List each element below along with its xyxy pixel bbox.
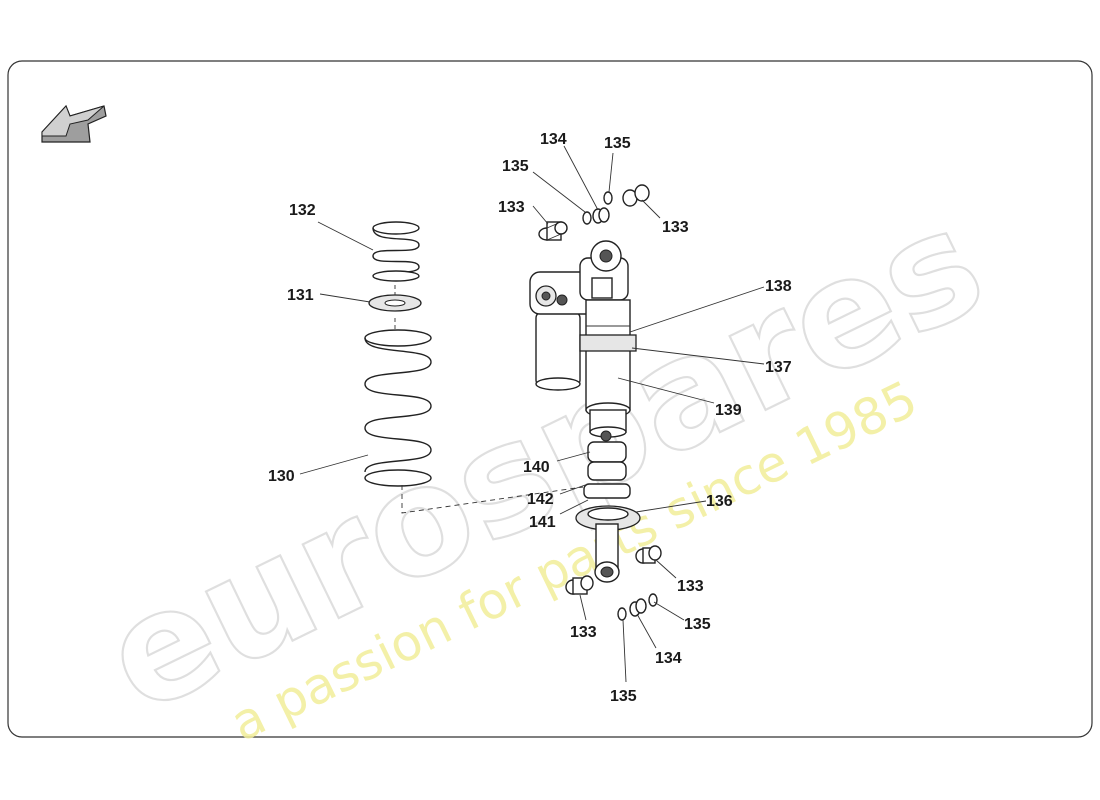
small-spring xyxy=(372,221,420,282)
diagram-frame xyxy=(7,60,1093,738)
callout-130[interactable]: 130 xyxy=(268,468,295,485)
bottom-bushings xyxy=(565,545,662,621)
callout-133-top-right[interactable]: 133 xyxy=(662,219,689,236)
callout-134-top[interactable]: 134 xyxy=(540,131,567,148)
back-arrow-icon[interactable] xyxy=(41,104,107,143)
callout-142[interactable]: 142 xyxy=(527,491,554,508)
callout-140[interactable]: 140 xyxy=(523,459,550,476)
callout-labels: 132 131 130 134 135 135 133 133 138 137 … xyxy=(268,131,792,705)
callout-135-bottom[interactable]: 135 xyxy=(610,688,637,705)
callout-136[interactable]: 136 xyxy=(706,493,733,510)
shock-absorber xyxy=(529,240,641,583)
callout-139[interactable]: 139 xyxy=(715,402,742,419)
callout-133-top-left[interactable]: 133 xyxy=(498,199,525,216)
spring-washer xyxy=(368,294,422,312)
leader-lines xyxy=(299,145,765,683)
callout-134-bottom[interactable]: 134 xyxy=(655,650,682,667)
callout-137[interactable]: 137 xyxy=(765,359,792,376)
callout-138[interactable]: 138 xyxy=(765,278,792,295)
callout-131[interactable]: 131 xyxy=(287,287,314,304)
callout-132[interactable]: 132 xyxy=(289,202,316,219)
callout-135-bottom-right[interactable]: 135 xyxy=(684,616,711,633)
callout-135-top-left[interactable]: 135 xyxy=(502,158,529,175)
main-spring xyxy=(364,285,584,514)
callout-141[interactable]: 141 xyxy=(529,514,556,531)
top-bushings xyxy=(538,184,650,241)
callout-133-bottom-right[interactable]: 133 xyxy=(677,578,704,595)
callout-133-bottom-left[interactable]: 133 xyxy=(570,624,597,641)
callout-135-top-right[interactable]: 135 xyxy=(604,135,631,152)
